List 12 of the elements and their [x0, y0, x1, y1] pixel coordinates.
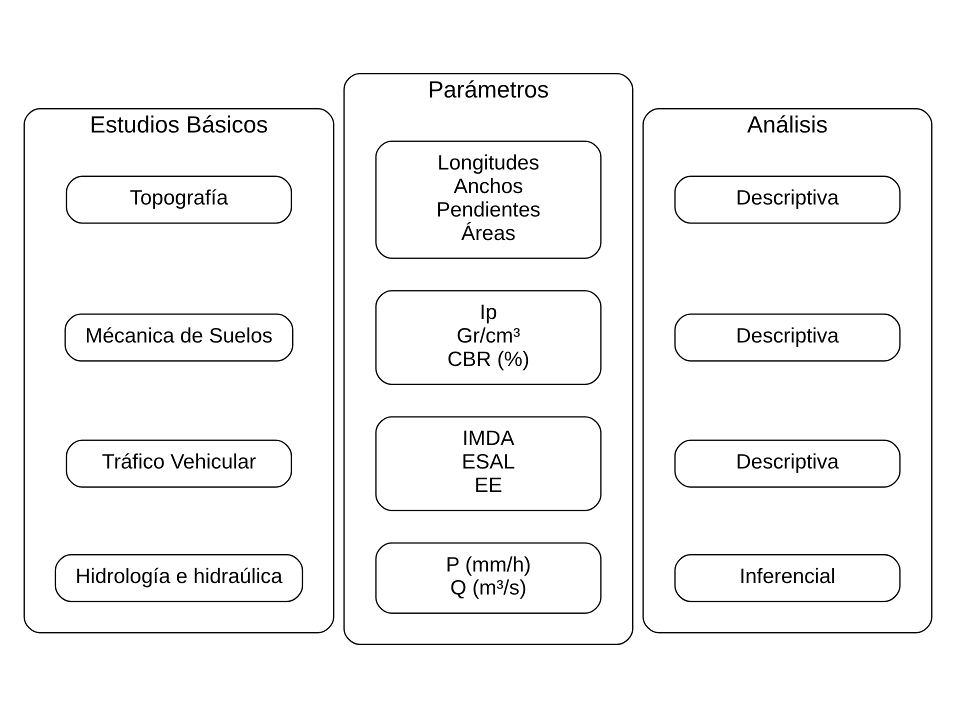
- node-box: Inferencial: [674, 554, 901, 602]
- node-box: Longitudes Anchos Pendientes Áreas: [375, 140, 602, 259]
- node-box: Tráfico Vehicular: [66, 440, 292, 488]
- node-box: Ip Gr/cm³ CBR (%): [375, 290, 602, 385]
- node-box: P (mm/h) Q (m³/s): [375, 542, 602, 614]
- node-box: Hidrología e hidraúlica: [54, 554, 304, 602]
- node-box: Mécanica de Suelos: [64, 314, 294, 362]
- node-box: Descriptiva: [674, 314, 901, 362]
- node-box: Descriptiva: [674, 176, 901, 224]
- node-box: Descriptiva: [674, 440, 901, 488]
- node-box: IMDA ESAL EE: [375, 416, 602, 512]
- node-box: Topografía: [66, 176, 292, 224]
